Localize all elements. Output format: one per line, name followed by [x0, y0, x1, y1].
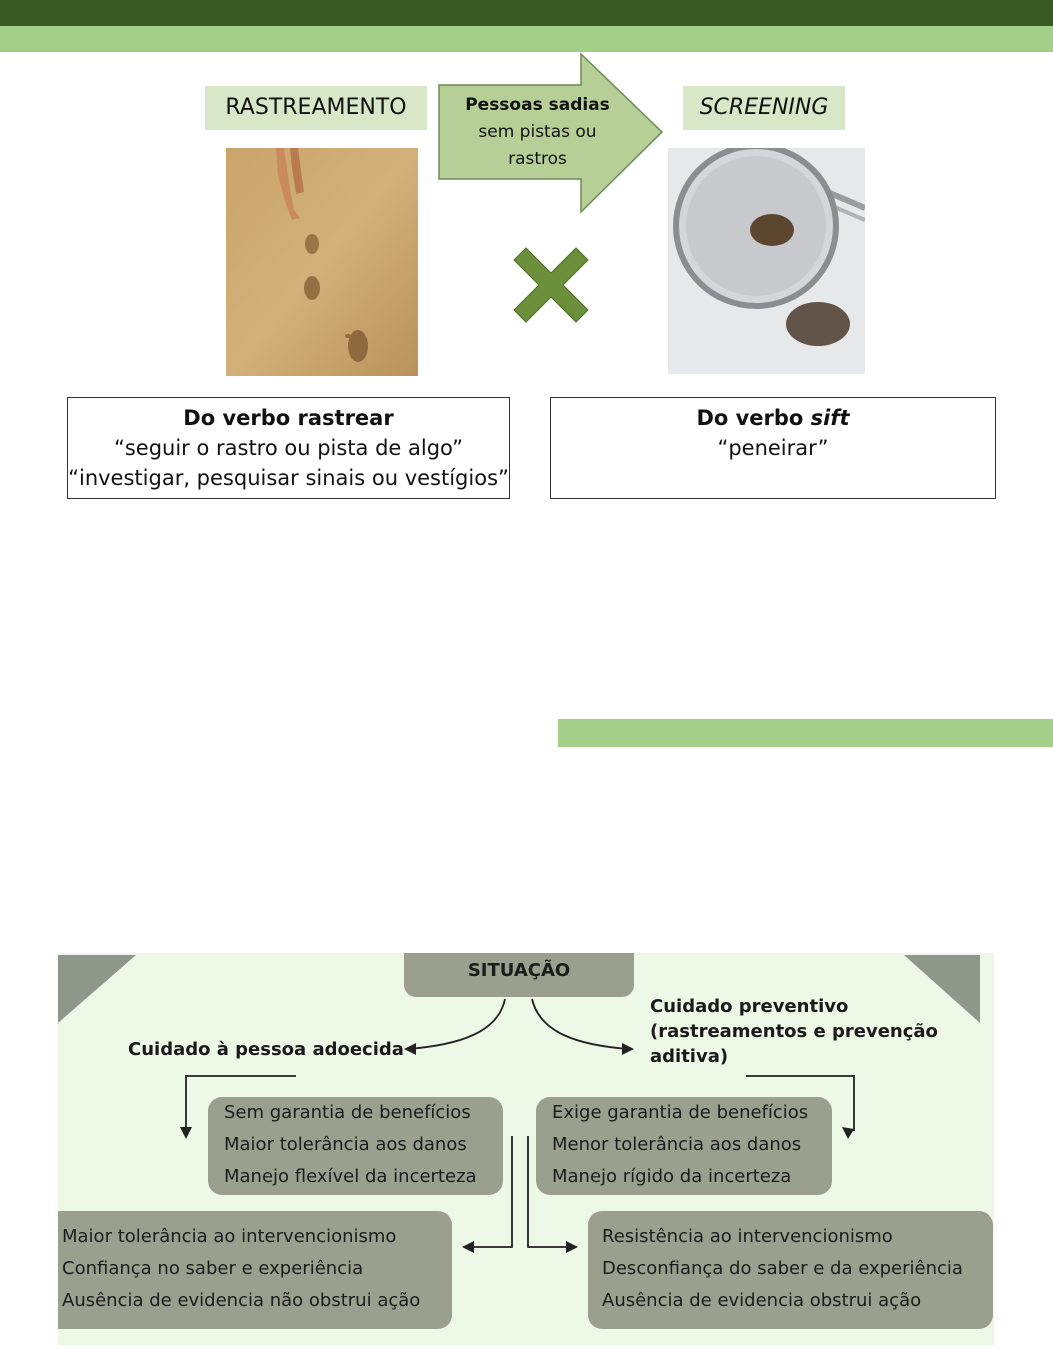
right-bottom-line: Ausência de evidencia obstrui ação [602, 1285, 993, 1317]
sieve-image [668, 148, 865, 374]
left-bottom-line: Confiança no saber e experiência [62, 1253, 452, 1285]
sift-definition-title: Do verbo sift [551, 403, 995, 433]
header-green-band [0, 26, 1053, 52]
sift-definition-box: Do verbo sift “peneirar” [550, 397, 996, 499]
footprints-in-sand-image [226, 148, 418, 376]
left-mid-box: Sem garantia de benefícios Maior tolerân… [208, 1097, 503, 1195]
arrow-caption-line1: Pessoas sadias [450, 92, 625, 119]
right-mid-line: Exige garantia de benefícios [552, 1097, 832, 1129]
rastrear-definition-title: Do verbo rastrear [68, 403, 509, 433]
x-mark-icon [512, 246, 590, 324]
left-mid-line: Sem garantia de benefícios [224, 1097, 503, 1129]
right-mid-line: Menor tolerância aos danos [552, 1129, 832, 1161]
right-heading-line2: (rastreamentos e prevenção [650, 1019, 938, 1044]
section-divider-band [558, 719, 1053, 747]
rastrear-definition-line2: “investigar, pesquisar sinais ou vestígi… [68, 463, 509, 493]
rastrear-definition-line1: “seguir o rastro ou pista de algo” [68, 433, 509, 463]
arrow-caption-line3: rastros [450, 146, 625, 173]
rastrear-definition-box: Do verbo rastrear “seguir o rastro ou pi… [67, 397, 510, 499]
rastreamento-label: RASTREAMENTO [205, 86, 427, 130]
screening-label: SCREENING [683, 86, 845, 130]
left-bottom-line: Ausência de evidencia não obstrui ação [62, 1285, 452, 1317]
left-heading: Cuidado à pessoa adoecida [128, 1037, 404, 1062]
right-bottom-line: Desconfiança do saber e da experiência [602, 1253, 993, 1285]
right-heading-line3: aditiva) [650, 1044, 938, 1069]
header-dark-bar [0, 0, 1053, 26]
right-bottom-line: Resistência ao intervencionismo [602, 1221, 993, 1253]
right-bottom-box: Resistência ao intervencionismo Desconfi… [588, 1211, 993, 1329]
sift-definition-line1: “peneirar” [551, 433, 995, 463]
arrow-caption: Pessoas sadias sem pistas ou rastros [450, 92, 625, 173]
left-bottom-line: Maior tolerância ao intervencionismo [62, 1221, 452, 1253]
arrow-caption-line2: sem pistas ou [450, 119, 625, 146]
sift-title-prefix: Do verbo [696, 406, 810, 430]
situacao-box: SITUAÇÃO [404, 953, 634, 997]
situation-diagram: SITUAÇÃO Cuidado à pessoa adoecida Cuida… [58, 953, 994, 1345]
right-heading: Cuidado preventivo (rastreamentos e prev… [650, 994, 938, 1069]
sift-title-word: sift [811, 406, 850, 430]
left-bottom-box: Maior tolerância ao intervencionismo Con… [58, 1211, 452, 1329]
right-mid-line: Manejo rígido da incerteza [552, 1161, 832, 1193]
left-mid-line: Maior tolerância aos danos [224, 1129, 503, 1161]
right-heading-line1: Cuidado preventivo [650, 994, 938, 1019]
left-mid-line: Manejo flexível da incerteza [224, 1161, 503, 1193]
right-mid-box: Exige garantia de benefícios Menor toler… [536, 1097, 832, 1195]
